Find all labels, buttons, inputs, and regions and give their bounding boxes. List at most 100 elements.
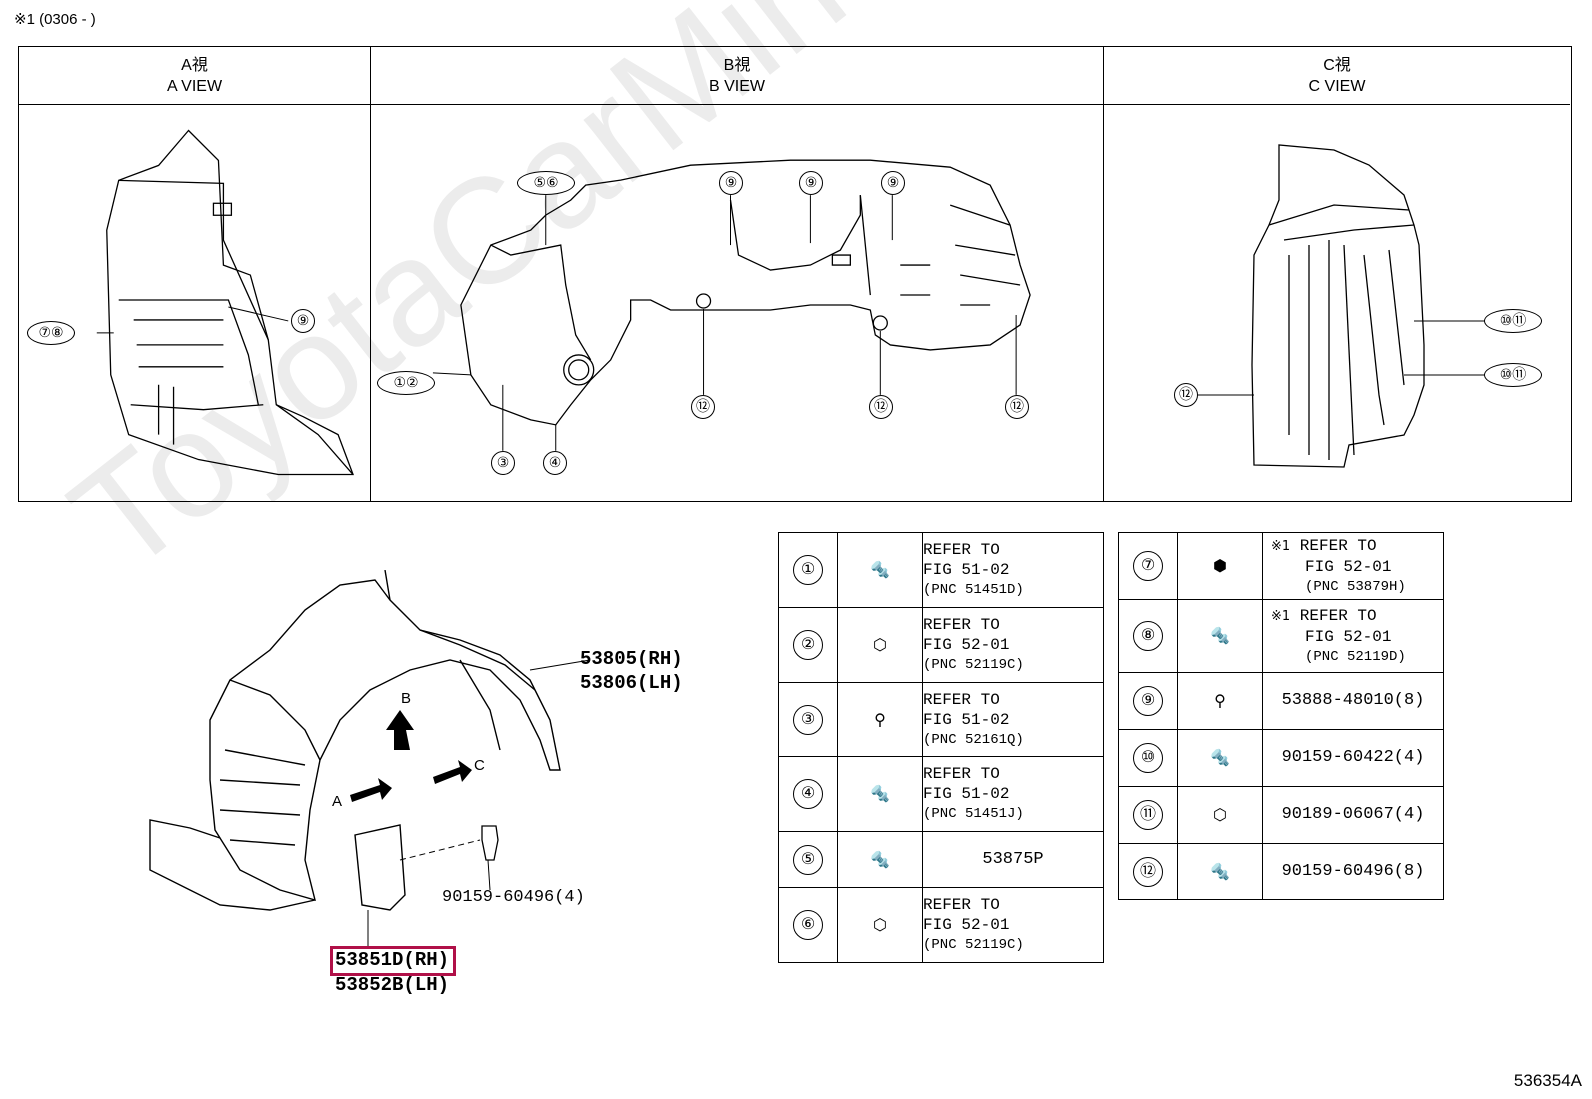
nut-clip-icon: ⬡: [873, 917, 887, 935]
arrow-c-label: C: [474, 757, 485, 774]
parts-row-5: ⑤ 🔩 53875P: [778, 831, 1104, 888]
bolt-part-number: 90159-60496(4): [442, 888, 585, 907]
fender-liner-illustration: [149, 570, 591, 948]
row-number: ⑧: [1133, 621, 1163, 651]
callout-12-a: ⑫: [691, 395, 715, 419]
view-c-header: C視 C VIEW: [1104, 47, 1570, 105]
pnc-ref: (PNC 52119D): [1305, 648, 1406, 665]
row-number: ①: [793, 555, 823, 585]
callout-9-c: ⑨: [881, 171, 905, 195]
part-number: 53888-48010(8): [1262, 672, 1444, 730]
screw-icon: 🔩: [870, 786, 890, 804]
pnc-ref: (PNC 51451J): [923, 806, 1024, 822]
mudguard-part-lh: 53852B(LH): [335, 974, 450, 996]
callout-12-c: ⑫: [1005, 395, 1029, 419]
refer-text: REFER TO: [923, 765, 1000, 783]
nut-icon: ⬡: [1213, 807, 1227, 825]
parts-row-4: ④ 🔩 REFER TO FIG 51-02 (PNC 51451J): [778, 756, 1104, 832]
callout-9-a: ⑨: [719, 171, 743, 195]
view-a-cell: A視 A VIEW ⑦⑧ ⑨: [19, 47, 371, 501]
refer-text: REFER TO: [923, 541, 1000, 559]
view-a-drawing: ⑦⑧ ⑨: [19, 105, 370, 501]
view-a-title-jp: A視: [181, 57, 208, 74]
view-b-header: B視 B VIEW: [371, 47, 1103, 105]
fig-ref: FIG 51-02: [923, 561, 1010, 579]
refer-text: REFER TO: [923, 896, 1000, 914]
row-number: ⑦: [1133, 551, 1163, 581]
pnc-ref: (PNC 53879H): [1305, 578, 1406, 595]
part-number-rh: 53805(RH): [580, 648, 683, 670]
parts-row-12: ⑫ 🔩 90159-60496(8): [1118, 843, 1444, 900]
view-c-title-jp: C視: [1323, 57, 1351, 74]
callout-4: ④: [543, 451, 567, 475]
arrow-b-label: B: [401, 690, 412, 707]
parts-row-9: ⑨ ⚲ 53888-48010(8): [1118, 672, 1444, 730]
view-b-illustration: [432, 159, 1031, 451]
callout-7-8: ⑦⑧: [27, 321, 75, 345]
screw-icon: 🔩: [1210, 750, 1230, 768]
view-c-cell: C視 C VIEW ⑩⑪: [1104, 47, 1570, 501]
view-b-drawing: ⑤⑥ ⑨ ⑨ ⑨ ①② ③ ④ ⑫ ⑫ ⑫: [371, 105, 1103, 501]
clip-icon: ⬢: [1213, 558, 1227, 576]
fig-ref: FIG 52-01: [1305, 627, 1392, 646]
screw-icon: 🔩: [1210, 628, 1230, 646]
row-number: ⑤: [793, 844, 823, 875]
callout-1-2: ①②: [377, 371, 435, 395]
callout-10-11-a: ⑩⑪: [1484, 309, 1542, 333]
highlight-box: [330, 946, 456, 976]
view-c-title: C VIEW: [1308, 78, 1366, 95]
clip-icon: ⚲: [1214, 693, 1226, 711]
callout-9: ⑨: [291, 309, 315, 333]
view-b-cell: B視 B VIEW: [371, 47, 1104, 501]
clip-icon: ⚲: [874, 711, 886, 730]
refer-text: REFER TO: [1299, 606, 1377, 625]
refer-text: REFER TO: [1299, 536, 1377, 555]
row-number: ⑪: [1133, 800, 1163, 830]
screw-icon: 🔩: [870, 851, 890, 870]
screw-icon: 🔩: [870, 562, 890, 580]
callout-12: ⑫: [1174, 383, 1198, 407]
callout-5-6: ⑤⑥: [517, 171, 575, 195]
view-a-header: A視 A VIEW: [19, 47, 370, 105]
fig-ref: FIG 52-01: [1305, 557, 1392, 576]
fig-ref: FIG 51-02: [923, 785, 1010, 803]
view-a-illustration: [96, 129, 354, 476]
view-b-title: B VIEW: [708, 78, 765, 95]
arrow-a-label: A: [332, 793, 343, 810]
row-number: ②: [793, 630, 823, 660]
view-c-illustration: [1198, 144, 1484, 468]
refer-text: REFER TO: [923, 690, 1000, 709]
view-b-title-jp: B視: [723, 57, 751, 74]
fig-ref: FIG 51-02: [923, 710, 1010, 729]
row-number: ⑩: [1133, 743, 1163, 773]
callout-12-b: ⑫: [869, 395, 893, 419]
refer-text: REFER TO: [923, 616, 1000, 634]
parts-row-1: ① 🔩 REFER TO FIG 51-02 (PNC 51451D): [778, 532, 1104, 608]
row-number: ④: [793, 779, 823, 809]
parts-row-10: ⑩ 🔩 90159-60422(4): [1118, 729, 1444, 787]
screw-icon: 🔩: [1210, 863, 1230, 882]
pnc-ref: (PNC 51451D): [923, 582, 1024, 598]
pnc-ref: (PNC 52119C): [923, 937, 1024, 953]
mudguard-part-rh[interactable]: 53851D(RH): [335, 949, 450, 971]
callout-3: ③: [491, 451, 515, 475]
row-number: ⑨: [1133, 686, 1163, 716]
part-number: 90159-60496(8): [1262, 843, 1444, 900]
pnc-ref: (PNC 52161Q): [923, 731, 1024, 748]
nut-clip-icon: ⬡: [873, 637, 887, 655]
view-c-drawing: ⑩⑪ ⑩⑪ ⑫: [1104, 105, 1570, 501]
view-a-title: A VIEW: [166, 78, 223, 95]
row-number: ⑫: [1133, 856, 1163, 887]
parts-row-11: ⑪ ⬡ 90189-06067(4): [1118, 786, 1444, 844]
part-number: 53875P: [922, 831, 1104, 888]
applicability-note: ※1 (0306 - ): [14, 11, 96, 28]
fig-ref: FIG 52-01: [923, 636, 1010, 654]
part-number-lh: 53806(LH): [580, 672, 683, 694]
fig-ref: FIG 52-01: [923, 916, 1010, 934]
